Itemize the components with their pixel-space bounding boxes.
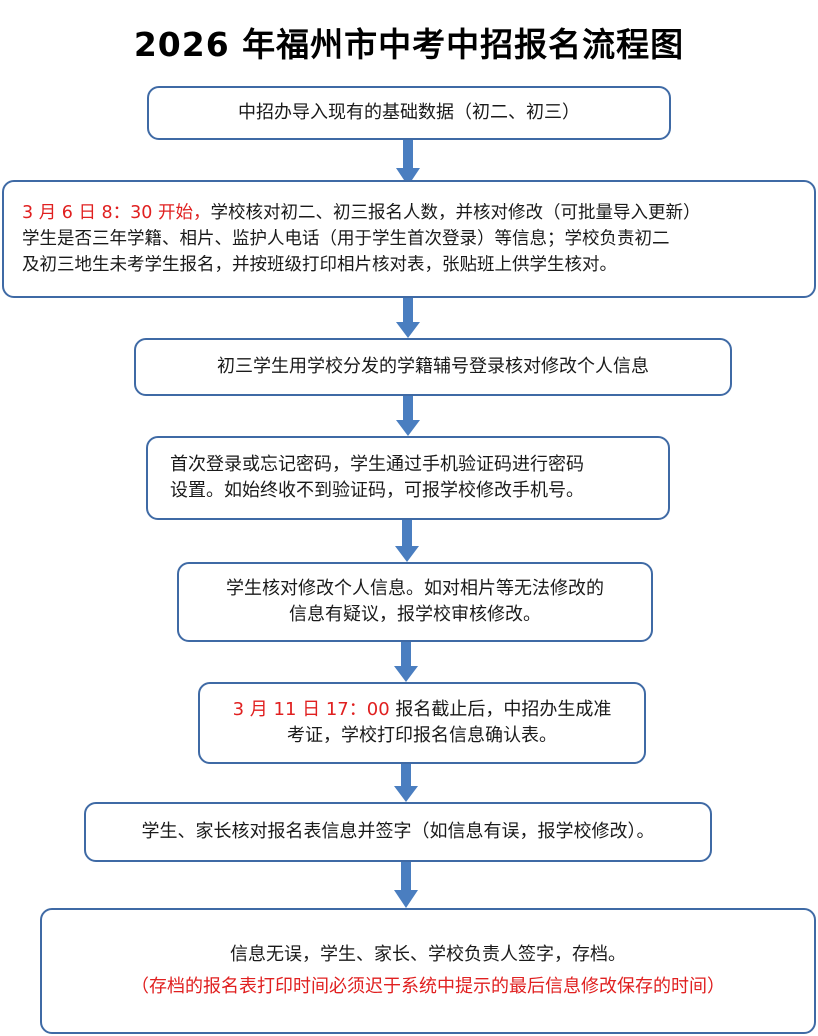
step-6-date: 3 月 11 日 17：00 xyxy=(232,699,390,720)
arrow-down-icon xyxy=(396,140,420,186)
step-3-text: 初三学生用学校分发的学籍辅号登录核对修改个人信息 xyxy=(217,356,649,377)
step-6-line-2: 考证，学校打印报名信息确认表。 xyxy=(287,725,557,746)
step-8-line-1: 信息无误，学生、家长、学校负责人签字，存档。 xyxy=(230,944,626,965)
arrow-down-icon xyxy=(394,642,418,688)
step-6-line-1: 报名截止后，中招办生成准 xyxy=(395,699,612,720)
arrow-down-icon xyxy=(395,520,419,566)
step-4-box: 首次登录或忘记密码，学生通过手机验证码进行密码 设置。如始终收不到验证码，可报学… xyxy=(146,436,670,520)
step-5-box: 学生核对修改个人信息。如对相片等无法修改的 信息有疑议，报学校审核修改。 xyxy=(177,562,653,642)
step-2-line-1: 学校核对初二、初三报名人数，并核对修改（可批量导入更新） xyxy=(210,203,701,223)
arrow-down-icon xyxy=(396,298,420,344)
step-5-line-2: 信息有疑议，报学校审核修改。 xyxy=(289,604,541,625)
arrow-down-icon xyxy=(394,862,418,908)
step-2-line-2: 学生是否三年学籍、相片、监护人电话（用于学生首次登录）等信息；学校负责初二 xyxy=(22,229,670,249)
page-title: 2026 年福州市中考中招报名流程图 xyxy=(133,25,685,64)
step-1-box: 中招办导入现有的基础数据（初二、初三） xyxy=(147,86,671,140)
arrow-down-icon xyxy=(396,396,420,442)
step-5-line-1: 学生核对修改个人信息。如对相片等无法修改的 xyxy=(226,578,604,599)
step-8-box: 信息无误，学生、家长、学校负责人签字，存档。 （存档的报名表打印时间必须迟于系统… xyxy=(40,908,816,1034)
step-8-note: （存档的报名表打印时间必须迟于系统中提示的最后信息修改保存的时间） xyxy=(131,976,725,997)
step-2-line-3: 及初三地生未考学生报名，并按班级打印相片核对表，张贴班上供学生核对。 xyxy=(22,255,617,275)
step-2-box: 3 月 6 日 8：30 开始，学校核对初二、初三报名人数，并核对修改（可批量导… xyxy=(2,180,816,298)
step-6-box: 3 月 11 日 17：00 报名截止后，中招办生成准 考证，学校打印报名信息确… xyxy=(198,682,646,764)
step-4-line-2: 设置。如始终收不到验证码，可报学校修改手机号。 xyxy=(170,480,584,501)
step-7-box: 学生、家长核对报名表信息并签字（如信息有误，报学校修改）。 xyxy=(84,802,712,862)
step-4-line-1: 首次登录或忘记密码，学生通过手机验证码进行密码 xyxy=(170,454,584,475)
step-2-date: 3 月 6 日 8：30 开始， xyxy=(22,203,211,223)
step-7-text: 学生、家长核对报名表信息并签字（如信息有误，报学校修改）。 xyxy=(141,821,655,842)
arrow-down-icon xyxy=(394,764,418,810)
step-3-box: 初三学生用学校分发的学籍辅号登录核对修改个人信息 xyxy=(134,338,732,396)
step-1-text: 中招办导入现有的基础数据（初二、初三） xyxy=(238,102,580,123)
